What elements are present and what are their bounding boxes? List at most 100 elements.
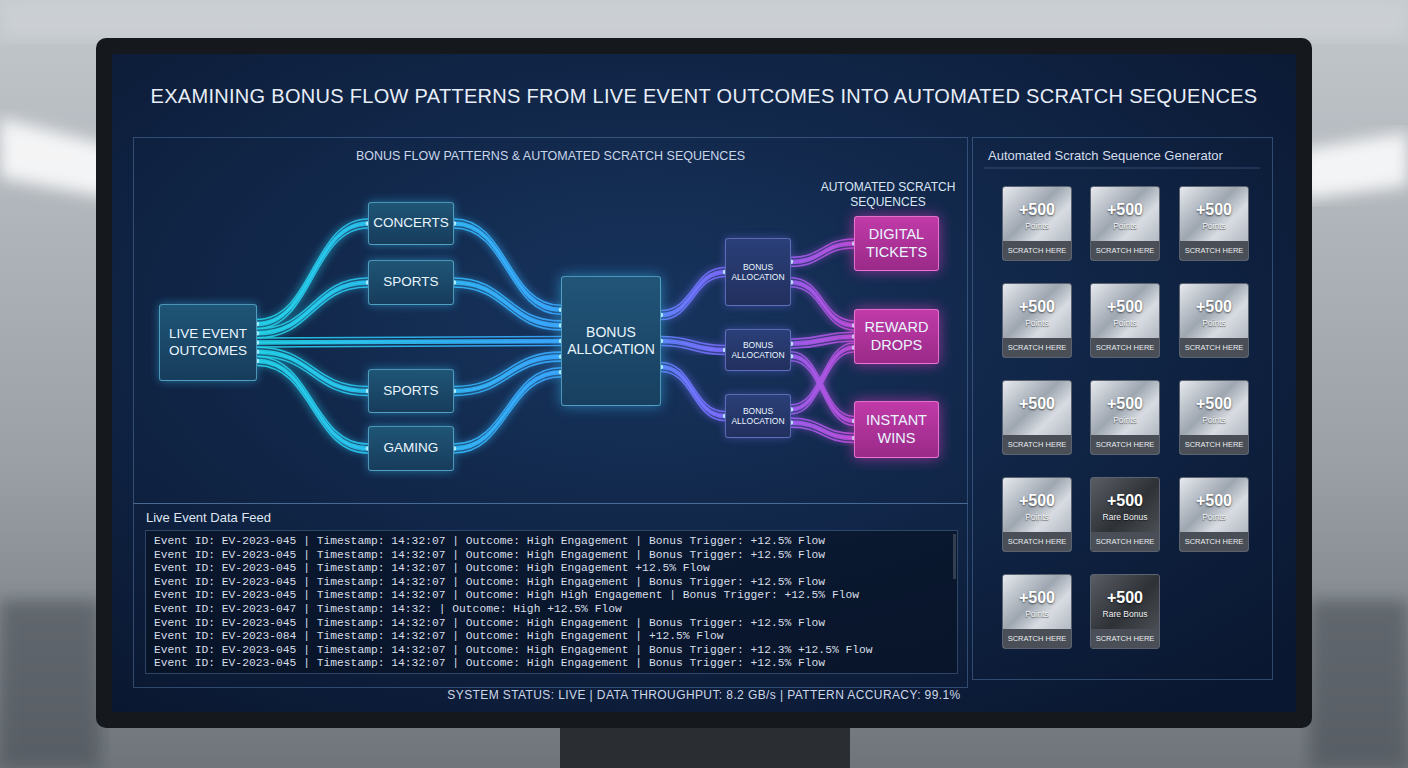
flow-glow: [454, 283, 561, 326]
flow-strand: [257, 278, 368, 329]
generator-panel: Automated Scratch Sequence Generator+500…: [972, 137, 1273, 680]
output-box: REWARD DROPS: [854, 309, 939, 364]
card-strip-text: SCRATCH HERE: [1003, 629, 1071, 648]
scratch-card: +500PointsSCRATCH HERE: [1090, 283, 1160, 358]
category-box: CONCERTS: [368, 202, 454, 245]
box-text-wrap: INSTANT WINS: [858, 412, 935, 447]
flow-strand: [661, 363, 725, 412]
flow-band: [255, 219, 370, 329]
flow-strand: [791, 245, 854, 263]
panel-heading: BONUS FLOW PATTERNS & AUTOMATED SCRATCH …: [134, 149, 967, 163]
flow-strand: [257, 340, 561, 342]
flow-band: [789, 332, 856, 348]
scratch-card: +500PointsSCRATCH HERE: [1090, 186, 1160, 261]
flow-core: [661, 272, 725, 315]
card-strip-text: SCRATCH HERE: [1003, 435, 1071, 454]
flow-strand: [791, 335, 854, 342]
card-amount: +500: [1003, 298, 1071, 316]
scratch-card: +500PointsSCRATCH HERE: [1002, 186, 1072, 261]
category-box: LIVE EVENT OUTCOMES: [159, 304, 257, 381]
flow-core: [454, 372, 561, 448]
scratch-card: +500PointsSCRATCH HERE: [1002, 477, 1072, 552]
card-strip-text: SCRATCH HERE: [1091, 241, 1159, 260]
flow-band: [452, 352, 563, 395]
flow-glow: [661, 367, 725, 416]
scratch-card: +500PointsSCRATCH HERE: [1179, 477, 1249, 552]
card-caption: Points: [1180, 318, 1248, 328]
card-strip-text: SCRATCH HERE: [1180, 338, 1248, 357]
flow-strand: [791, 346, 854, 408]
node-label: BONUS ALLOCATION: [728, 340, 788, 360]
flow-band: [659, 337, 727, 355]
flow-glow: [257, 361, 368, 449]
flow-strand: [661, 337, 725, 346]
flow-glow: [257, 283, 368, 334]
flow-strand: [257, 353, 368, 392]
category-box: GAMING: [368, 426, 454, 471]
flow-strand: [661, 346, 725, 355]
flow-strand: [257, 356, 368, 444]
flow-core: [791, 356, 854, 421]
flow-strand: [454, 374, 561, 450]
allocation-box: BONUS ALLOCATION: [725, 238, 791, 306]
card-caption: Rare Bonus: [1091, 609, 1159, 619]
status-bar: SYSTEM STATUS: LIVE | DATA THROUGHPUT: 8…: [0, 688, 1408, 702]
flow-band: [659, 363, 727, 421]
scratch-card: +500Rare BonusSCRATCH HERE: [1090, 574, 1160, 649]
flow-strand: [661, 343, 725, 352]
card-strip-text: SCRATCH HERE: [1091, 629, 1159, 648]
flow-core: [257, 224, 368, 325]
flow-strand: [661, 268, 725, 311]
flow-strand: [791, 418, 854, 433]
flow-core: [454, 357, 561, 391]
card-amount: +500: [1003, 395, 1071, 413]
scratch-card: +500PointsSCRATCH HERE: [1179, 380, 1249, 455]
card-amount: +500: [1180, 298, 1248, 316]
node-label: GAMING: [384, 440, 439, 456]
flow-strand: [791, 341, 854, 348]
card-caption: Points: [1003, 512, 1071, 522]
card-amount: +500: [1180, 492, 1248, 510]
card-amount: +500: [1003, 492, 1071, 510]
flow-band: [789, 239, 856, 266]
flow-strand: [661, 369, 725, 418]
flow-strand: [454, 219, 561, 305]
flow-strand: [454, 377, 561, 453]
flow-band: [789, 278, 856, 330]
flow-strand: [454, 225, 561, 311]
flow-glow: [791, 356, 854, 421]
flow-strand: [791, 248, 854, 266]
feed-line: Event ID: EV-2023-045 | Timestamp: 14:32…: [154, 535, 949, 549]
flow-strand: [257, 347, 368, 386]
flow-strand: [791, 421, 854, 436]
card-amount: +500: [1180, 395, 1248, 413]
card-strip-text: SCRATCH HERE: [1003, 241, 1071, 260]
node-label: INSTANT WINS: [858, 412, 935, 447]
flow-strand: [661, 277, 725, 320]
card-strip-text: SCRATCH HERE: [1003, 532, 1071, 551]
feed-line: Event ID: EV-2023-045 | Timestamp: 14:32…: [154, 589, 949, 603]
node-label: BONUS ALLOCATION: [728, 262, 788, 282]
flow-glow: [791, 423, 854, 438]
card-amount: +500: [1091, 201, 1159, 219]
flow-strand: [454, 228, 561, 314]
flow-glow: [661, 341, 725, 350]
card-caption: Points: [1180, 415, 1248, 425]
flow-strand: [257, 222, 368, 323]
flow-strand: [257, 225, 368, 326]
flow-strand: [257, 343, 561, 345]
flow-core: [791, 423, 854, 438]
flow-strand: [454, 287, 561, 330]
flow-strand: [791, 355, 854, 420]
flow-core: [791, 348, 854, 410]
card-caption: Points: [1091, 221, 1159, 231]
output-box: INSTANT WINS: [854, 401, 939, 458]
flow-strand: [257, 365, 368, 453]
card-amount: +500: [1003, 201, 1071, 219]
node-label: BONUS ALLOCATION: [565, 324, 657, 358]
flow-strand: [661, 340, 725, 349]
card-caption: Points: [1003, 609, 1071, 619]
flow-strand: [257, 346, 561, 348]
box-text-wrap: DIGITAL TICKETS: [858, 226, 935, 261]
